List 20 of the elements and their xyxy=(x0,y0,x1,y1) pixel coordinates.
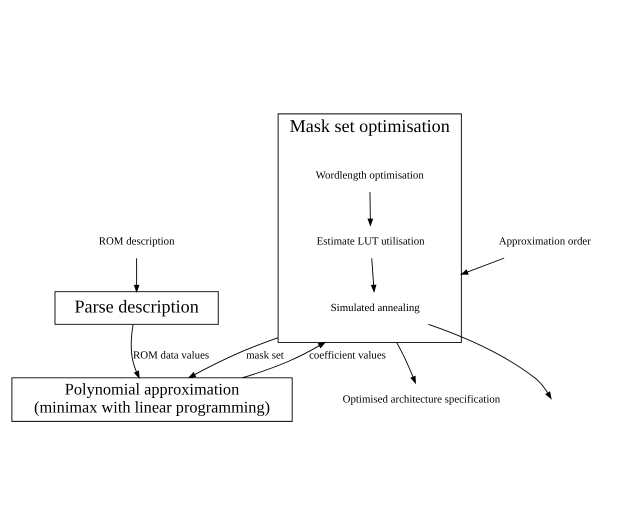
arrow xyxy=(242,341,326,378)
node-text: Approximation order xyxy=(498,235,591,248)
node-box: Parse description xyxy=(54,290,219,324)
arrow xyxy=(460,257,505,274)
arrow xyxy=(370,257,376,292)
node-text: ROM description xyxy=(98,235,175,248)
node-box: Polynomial approximation (minimax with linear programming) xyxy=(11,376,293,422)
node-text: Simulated annealing xyxy=(330,301,420,314)
node-text: Estimate LUT utilisation xyxy=(316,235,425,248)
arrow xyxy=(134,257,140,292)
node-text: Wordlength optimisation xyxy=(316,168,424,181)
edge-label: mask set xyxy=(246,348,284,361)
arrow xyxy=(130,324,140,378)
edge-label: ROM data values xyxy=(133,348,210,361)
arrow xyxy=(367,191,374,226)
edge-label: coefficient values xyxy=(309,348,386,361)
arrow xyxy=(396,342,416,384)
arrow xyxy=(188,336,279,378)
arrow xyxy=(428,323,552,400)
node-text: Optimised architecture specification xyxy=(342,392,500,405)
